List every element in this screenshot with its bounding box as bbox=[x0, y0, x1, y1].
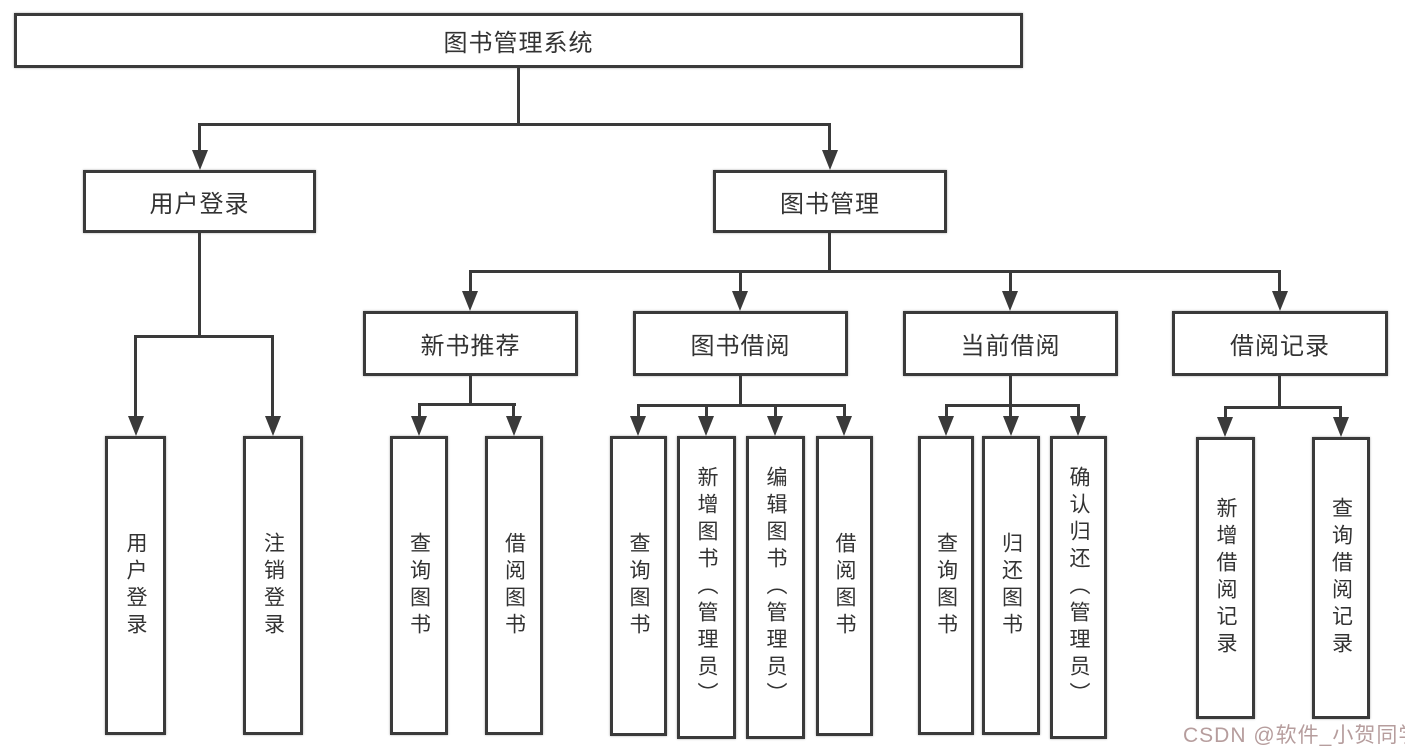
leaf-query-book-recommend: 查询图书 bbox=[390, 436, 448, 735]
connector bbox=[271, 335, 274, 418]
leaf-logout: 注销登录 bbox=[243, 436, 303, 735]
leaf-borrow-book-recommend-label: 借阅图书 bbox=[502, 531, 526, 640]
connector bbox=[469, 270, 1281, 273]
arrow-down-icon bbox=[1217, 417, 1233, 437]
leaf-query-book-recommend-label: 查询图书 bbox=[407, 531, 431, 640]
arrow-down-icon bbox=[698, 416, 714, 436]
connector bbox=[418, 403, 421, 419]
connector bbox=[637, 404, 640, 419]
connector bbox=[198, 233, 201, 336]
leaf-query-book-label: 查询图书 bbox=[627, 532, 650, 640]
watermark: CSDN @软件_小贺同学 bbox=[1183, 724, 1405, 747]
leaf-add-book-admin-label: 新增图书（管理员） bbox=[695, 466, 718, 709]
leaf-add-book-admin: 新增图书（管理员） bbox=[677, 436, 736, 739]
arrow-down-icon bbox=[192, 150, 208, 170]
node-book-borrow: 图书借阅 bbox=[633, 311, 848, 376]
arrow-down-icon bbox=[732, 291, 748, 311]
node-borrow-record-label: 借阅记录 bbox=[1230, 333, 1330, 360]
connector bbox=[512, 403, 515, 419]
connector bbox=[843, 404, 846, 419]
connector bbox=[1009, 376, 1012, 406]
arrow-down-icon bbox=[1333, 417, 1349, 437]
node-current-borrow-label: 当前借阅 bbox=[960, 333, 1061, 360]
leaf-add-borrow-record: 新增借阅记录 bbox=[1196, 437, 1255, 719]
leaf-edit-book-admin: 编辑图书（管理员） bbox=[746, 436, 805, 739]
connector bbox=[739, 376, 742, 406]
leaf-user-login: 用户登录 bbox=[105, 436, 166, 735]
node-book-management-label: 图书管理 bbox=[780, 191, 880, 218]
arrow-down-icon bbox=[836, 416, 852, 436]
leaf-borrow-book-label: 借阅图书 bbox=[833, 532, 856, 640]
leaf-query-book: 查询图书 bbox=[610, 436, 667, 736]
connector bbox=[1339, 406, 1342, 420]
leaf-query-book-current-label: 查询图书 bbox=[934, 531, 958, 640]
leaf-logout-label: 注销登录 bbox=[261, 531, 285, 640]
node-book-borrow-label: 图书借阅 bbox=[690, 333, 791, 360]
connector bbox=[517, 68, 520, 123]
node-new-book-recommend: 新书推荐 bbox=[363, 311, 578, 376]
arrow-down-icon bbox=[1070, 416, 1086, 436]
connector bbox=[945, 404, 948, 419]
connector bbox=[705, 404, 708, 419]
arrow-down-icon bbox=[630, 416, 646, 436]
leaf-borrow-book-recommend: 借阅图书 bbox=[485, 436, 543, 735]
connector bbox=[418, 403, 516, 406]
connector bbox=[198, 123, 201, 152]
leaf-return-book-label: 归还图书 bbox=[999, 531, 1023, 640]
arrow-down-icon bbox=[1003, 416, 1019, 436]
leaf-query-book-current: 查询图书 bbox=[918, 436, 974, 735]
arrow-down-icon bbox=[506, 416, 522, 436]
arrow-down-icon bbox=[938, 416, 954, 436]
connector bbox=[469, 270, 472, 294]
node-root-label: 图书管理系统 bbox=[443, 30, 594, 57]
connector bbox=[1009, 404, 1012, 419]
connector bbox=[945, 404, 1080, 407]
connector bbox=[1224, 406, 1342, 409]
arrow-down-icon bbox=[462, 291, 478, 311]
connector bbox=[1009, 270, 1012, 294]
leaf-query-borrow-record-label: 查询借阅记录 bbox=[1329, 497, 1353, 659]
connector bbox=[739, 270, 742, 294]
connector bbox=[134, 335, 137, 418]
connector bbox=[134, 335, 274, 338]
connector bbox=[637, 404, 846, 407]
arrow-down-icon bbox=[265, 416, 281, 436]
leaf-borrow-book: 借阅图书 bbox=[816, 436, 873, 736]
connector bbox=[828, 123, 831, 152]
arrow-down-icon bbox=[411, 416, 427, 436]
node-book-management: 图书管理 bbox=[713, 170, 947, 233]
node-user-login-label: 用户登录 bbox=[149, 191, 250, 218]
leaf-confirm-return-admin-label: 确认归还（管理员） bbox=[1067, 466, 1090, 709]
arrow-down-icon bbox=[1272, 291, 1288, 311]
connector bbox=[198, 123, 831, 126]
leaf-add-borrow-record-label: 新增借阅记录 bbox=[1214, 497, 1237, 659]
connector bbox=[828, 233, 831, 271]
connector bbox=[774, 404, 777, 419]
connector bbox=[1278, 270, 1281, 294]
connector bbox=[1224, 406, 1227, 420]
connector bbox=[1278, 376, 1281, 409]
connector bbox=[1077, 404, 1080, 419]
leaf-user-login-label: 用户登录 bbox=[124, 531, 147, 640]
leaf-return-book: 归还图书 bbox=[982, 436, 1040, 735]
node-current-borrow: 当前借阅 bbox=[903, 311, 1118, 376]
leaf-edit-book-admin-label: 编辑图书（管理员） bbox=[764, 466, 787, 709]
node-root: 图书管理系统 bbox=[14, 13, 1023, 68]
node-new-book-recommend-label: 新书推荐 bbox=[420, 333, 521, 360]
arrow-down-icon bbox=[767, 416, 783, 436]
leaf-query-borrow-record: 查询借阅记录 bbox=[1312, 437, 1370, 719]
node-user-login: 用户登录 bbox=[83, 170, 316, 233]
arrow-down-icon bbox=[1002, 291, 1018, 311]
arrow-down-icon bbox=[822, 150, 838, 170]
node-borrow-record: 借阅记录 bbox=[1172, 311, 1388, 376]
arrow-down-icon bbox=[128, 416, 144, 436]
connector bbox=[469, 376, 472, 406]
leaf-confirm-return-admin: 确认归还（管理员） bbox=[1050, 436, 1107, 739]
